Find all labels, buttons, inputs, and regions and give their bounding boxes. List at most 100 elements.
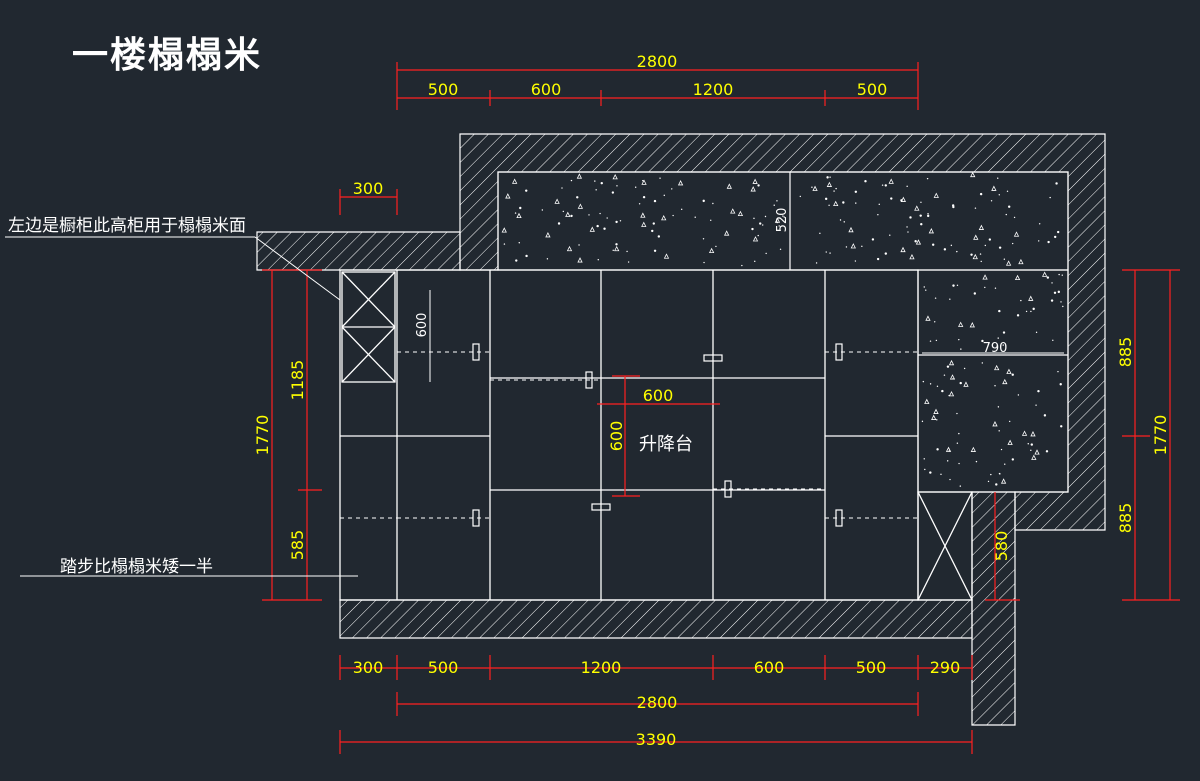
speckle-dot bbox=[936, 419, 938, 421]
speckle-mark bbox=[909, 253, 915, 260]
speckle-dot bbox=[950, 244, 953, 247]
speckle-dot bbox=[1004, 463, 1006, 465]
speckle-dot bbox=[924, 468, 926, 471]
speckle-dot bbox=[762, 224, 764, 226]
speckle-dot bbox=[1007, 205, 1011, 208]
speckle-dot bbox=[929, 471, 932, 474]
speckle-dot bbox=[943, 374, 946, 376]
dim-left-total: 1770 bbox=[253, 415, 272, 456]
speckle-mark bbox=[1018, 258, 1024, 265]
speckle-mark bbox=[1030, 431, 1036, 437]
speckle-mark bbox=[928, 228, 934, 234]
speckle-dot bbox=[864, 180, 867, 183]
right-cabinet bbox=[917, 491, 973, 601]
speckle-dot bbox=[1035, 404, 1037, 406]
speckle-mark bbox=[576, 173, 583, 179]
dimension-labels: 2800 500 600 1200 500 300 300 500 1200 6… bbox=[253, 52, 1170, 749]
speckle-dot bbox=[884, 184, 887, 187]
inner-dimension-labels: 600 520 790 bbox=[415, 208, 1007, 356]
speckle-dot bbox=[906, 226, 908, 228]
speckle-dot bbox=[826, 176, 829, 179]
speckle-dot bbox=[861, 245, 863, 248]
speckle-dot bbox=[1052, 339, 1054, 342]
dim-left-upper: 1185 bbox=[288, 360, 307, 401]
dim-lift-width: 600 bbox=[643, 386, 674, 405]
speckle-mark bbox=[577, 257, 583, 263]
speckle-dot bbox=[525, 254, 528, 258]
speckle-dot bbox=[981, 339, 984, 343]
speckle-mark bbox=[812, 185, 818, 191]
speckle-dot bbox=[934, 297, 937, 299]
speckle-dot bbox=[715, 245, 717, 248]
handle-icon bbox=[585, 371, 593, 389]
speckle-dot bbox=[1005, 213, 1007, 216]
speckle-dot bbox=[597, 259, 599, 261]
leader-lines bbox=[5, 236, 358, 577]
speckle-dot bbox=[890, 197, 893, 200]
speckle-dot bbox=[926, 177, 929, 180]
dim-bottom-seg-1: 300 bbox=[353, 658, 384, 677]
speckle-dot bbox=[570, 179, 573, 182]
dim-right-upper: 885 bbox=[1116, 337, 1135, 368]
drawing-title: 一楼榻榻米 bbox=[72, 35, 263, 76]
platform bbox=[339, 269, 973, 601]
walls bbox=[256, 133, 1106, 726]
speckle-mark bbox=[991, 185, 997, 191]
speckle-dot bbox=[998, 194, 1000, 196]
speckle-mark bbox=[1007, 439, 1013, 445]
speckle-dot bbox=[626, 250, 628, 253]
wall-bottom bbox=[339, 599, 973, 639]
speckle-mark bbox=[925, 315, 931, 321]
inner-dimension-lines bbox=[429, 180, 1064, 382]
speckle-dot bbox=[634, 186, 637, 188]
speckle-dot bbox=[576, 196, 579, 199]
speckle-dot bbox=[561, 187, 563, 189]
speckle-dot bbox=[914, 240, 917, 243]
speckle-dot bbox=[514, 212, 517, 214]
dim-bottom-seg-4: 600 bbox=[754, 658, 785, 677]
speckle-dot bbox=[642, 179, 644, 182]
speckle-dot bbox=[712, 202, 714, 205]
speckle-dot bbox=[926, 214, 930, 218]
speckle-dot bbox=[1046, 276, 1050, 279]
speckle-dot bbox=[835, 187, 837, 190]
speckle-dot bbox=[988, 238, 992, 241]
speckle-dot bbox=[652, 222, 655, 225]
speckle-dot bbox=[929, 383, 932, 385]
platform-outline bbox=[339, 269, 919, 601]
speckle-mark bbox=[994, 364, 1000, 371]
dim-bottom-mid-total: 2800 bbox=[637, 693, 678, 712]
speckle-dot bbox=[878, 203, 880, 206]
speckle-mark bbox=[978, 224, 985, 230]
speckle-mark bbox=[661, 214, 667, 221]
speckle-mark bbox=[970, 446, 976, 452]
speckle-dot bbox=[881, 184, 884, 186]
speckle-dot bbox=[941, 389, 944, 393]
speckle-dot bbox=[907, 231, 909, 233]
dim-top-seg-4: 500 bbox=[857, 80, 888, 99]
speckle-dot bbox=[616, 185, 618, 187]
speckle-mark bbox=[1002, 378, 1008, 385]
speckle-dot bbox=[518, 242, 520, 244]
speckle-dot bbox=[958, 462, 960, 465]
speckle-mark bbox=[933, 192, 939, 198]
speckle-dot bbox=[659, 177, 661, 179]
speckle-dot bbox=[1038, 240, 1040, 242]
speckle-dot bbox=[1055, 182, 1058, 185]
speckle-dot bbox=[1043, 414, 1047, 417]
speckle-dot bbox=[995, 483, 998, 486]
dim-600-v: 600 bbox=[415, 313, 430, 338]
speckle-dot bbox=[974, 207, 977, 209]
speckle-dot bbox=[854, 260, 857, 262]
speckle-dot bbox=[1051, 282, 1053, 284]
speckle-dot bbox=[956, 250, 958, 253]
speckle-dot bbox=[906, 185, 908, 188]
speckle-dot bbox=[980, 260, 982, 263]
speckle-dot bbox=[612, 249, 614, 252]
speckle-mark bbox=[554, 198, 560, 204]
handle-icon bbox=[835, 509, 843, 527]
speckle-dot bbox=[1020, 299, 1022, 302]
speckle-dot bbox=[959, 485, 962, 487]
speckle-dot bbox=[998, 246, 1002, 249]
dim-left-step: 300 bbox=[353, 179, 384, 198]
